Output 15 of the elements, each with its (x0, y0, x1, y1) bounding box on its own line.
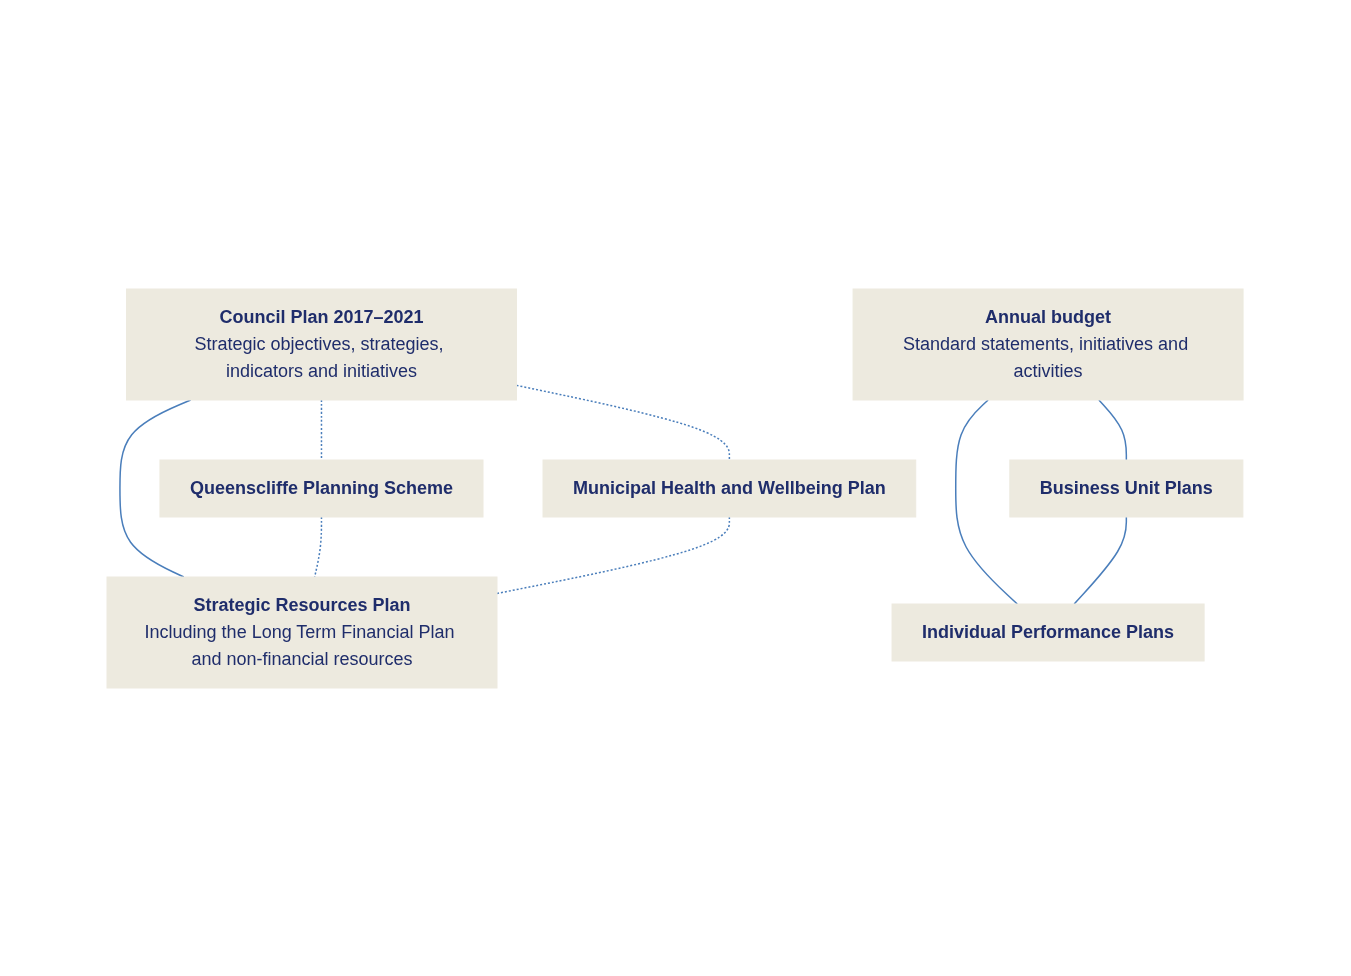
connector (1098, 398, 1128, 461)
node-box: Individual Performance Plans (892, 603, 1206, 661)
connector (1073, 515, 1128, 605)
node-box: Business Unit Plans (1009, 459, 1244, 517)
connector (314, 515, 323, 578)
node-box: Annual budget Standard statements, initiatives and activities (853, 288, 1245, 400)
connector (496, 515, 731, 594)
connector (955, 398, 1019, 605)
node-box: Queenscliffe Planning Scheme (159, 459, 484, 517)
connector (516, 384, 731, 461)
node-box: Municipal Health and Wellbeing Plan (542, 459, 917, 517)
node-box: Strategic Resources Plan Including the Long Term Financial Plan and non-financial resources (106, 576, 498, 688)
connector (119, 398, 192, 578)
node-box: Council Plan 2017–2021 Strategic objectives, strategies, indicators and initiatives (126, 288, 518, 400)
connector (321, 398, 323, 461)
